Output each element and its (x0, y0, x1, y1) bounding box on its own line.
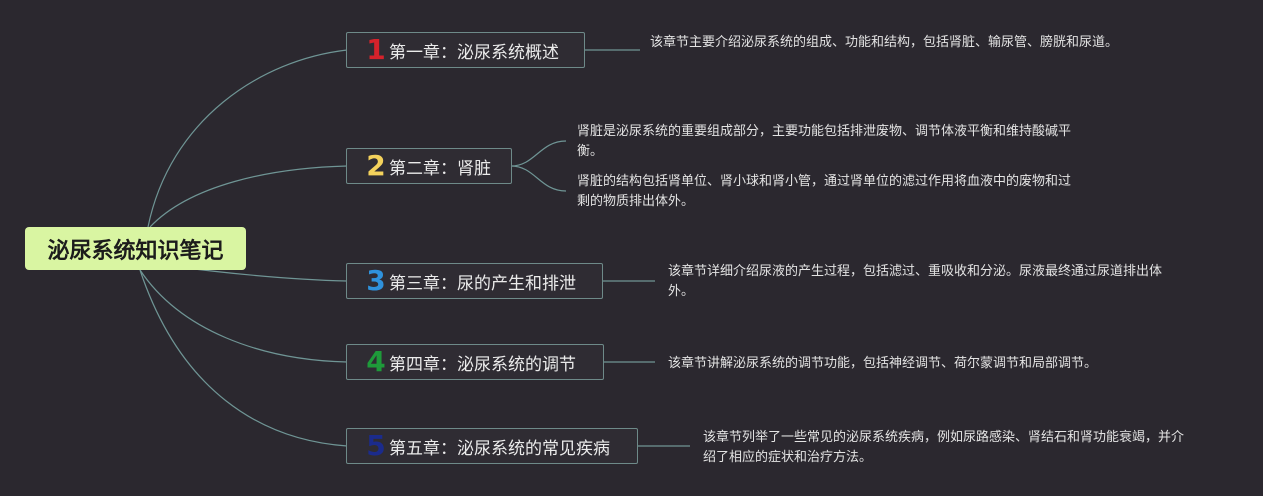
chapter-number-1: 1 (366, 33, 386, 66)
desc-text: 肾脏是泌尿系统的重要组成部分，主要功能包括排泄废物、调节体液平衡和维持酸碱平衡。 (577, 124, 1072, 159)
chapter-number-2: 2 (366, 149, 386, 182)
chapter-title-1: 第一章：泌尿系统概述 (389, 42, 559, 63)
connector-ch5 (139, 269, 348, 447)
chapter-desc-3[interactable]: 该章节详细介绍尿液的产生过程，包括滤过、重吸收和分泌。尿液最终通过尿道排出体外。 (668, 262, 1163, 302)
chapter-number-5: 5 (366, 429, 386, 462)
chapter-title-3: 第三章：尿的产生和排泄 (389, 273, 576, 294)
root-title: 泌尿系统知识笔记 (47, 238, 224, 264)
desc-text: 该章节列举了一些常见的泌尿系统疾病，例如尿路感染、肾结石和肾功能衰竭，并介绍了相… (703, 430, 1185, 465)
desc-text: 该章节主要介绍泌尿系统的组成、功能和结构，包括肾脏、输尿管、膀胱和尿道。 (650, 35, 1119, 50)
connector-desc2b (510, 165, 567, 192)
chapter-number-3: 3 (366, 264, 386, 297)
root-node[interactable]: 泌尿系统知识笔记 (25, 227, 246, 270)
chapter-node-3[interactable]: 3 第三章：尿的产生和排泄 (346, 263, 603, 299)
connector-ch4 (139, 269, 348, 363)
chapter-number-4: 4 (366, 345, 386, 378)
chapter-desc-2a[interactable]: 肾脏是泌尿系统的重要组成部分，主要功能包括排泄废物、调节体液平衡和维持酸碱平衡。 (577, 122, 1072, 162)
chapter-title-4: 第四章：泌尿系统的调节 (389, 354, 576, 375)
desc-text: 该章节讲解泌尿系统的调节功能，包括神经调节、荷尔蒙调节和局部调节。 (668, 356, 1098, 371)
chapter-node-5[interactable]: 5 第五章：泌尿系统的常见疾病 (346, 428, 638, 464)
chapter-node-2[interactable]: 2 第二章：肾脏 (346, 148, 512, 184)
chapter-title-2: 第二章：肾脏 (389, 158, 491, 179)
chapter-node-4[interactable]: 4 第四章：泌尿系统的调节 (346, 344, 604, 380)
chapter-desc-2b[interactable]: 肾脏的结构包括肾单位、肾小球和肾小管，通过肾单位的滤过作用将血液中的废物和过剩的… (577, 172, 1072, 212)
connector-desc2a (510, 140, 567, 167)
desc-text: 该章节详细介绍尿液的产生过程，包括滤过、重吸收和分泌。尿液最终通过尿道排出体外。 (668, 264, 1163, 299)
chapter-desc-1[interactable]: 该章节主要介绍泌尿系统的组成、功能和结构，包括肾脏、输尿管、膀胱和尿道。 (650, 33, 1130, 53)
connector-ch2 (149, 165, 348, 228)
desc-text: 肾脏的结构包括肾单位、肾小球和肾小管，通过肾单位的滤过作用将血液中的废物和过剩的… (577, 174, 1072, 209)
chapter-title-5: 第五章：泌尿系统的常见疾病 (389, 438, 610, 459)
chapter-node-1[interactable]: 1 第一章：泌尿系统概述 (346, 32, 585, 68)
connector-ch1 (147, 49, 348, 228)
chapter-desc-4[interactable]: 该章节讲解泌尿系统的调节功能，包括神经调节、荷尔蒙调节和局部调节。 (668, 354, 1148, 374)
chapter-desc-5[interactable]: 该章节列举了一些常见的泌尿系统疾病，例如尿路感染、肾结石和肾功能衰竭，并介绍了相… (703, 428, 1193, 468)
